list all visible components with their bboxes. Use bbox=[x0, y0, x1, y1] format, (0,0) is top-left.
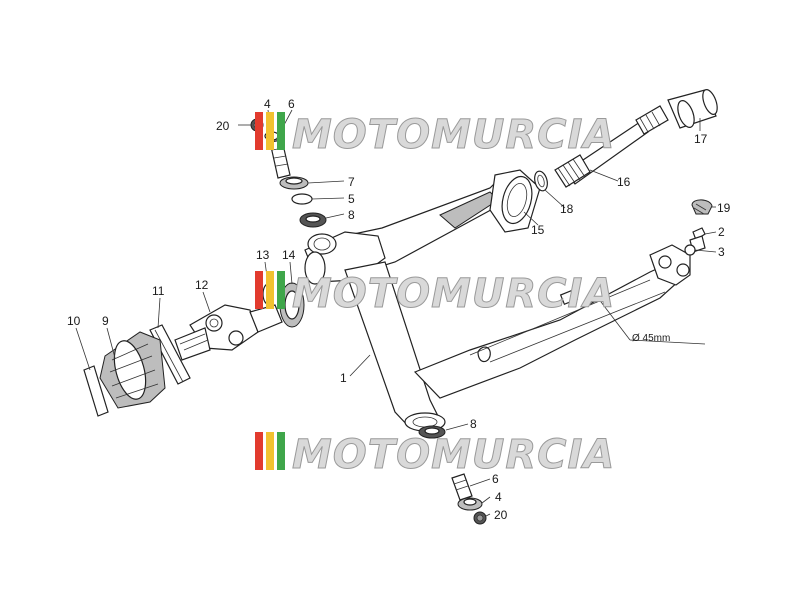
callout-11: 11 bbox=[152, 284, 165, 298]
callout-6-bottom: 6 bbox=[492, 472, 499, 486]
watermark-text: MOTOMURCIA bbox=[292, 432, 615, 478]
callout-8-bottom: 8 bbox=[470, 417, 477, 431]
universal-joint-12 bbox=[174, 304, 283, 361]
callout-16: 16 bbox=[617, 175, 631, 189]
callout-3: 3 bbox=[718, 245, 725, 259]
dimension-diameter: Ø 45mm bbox=[632, 333, 670, 344]
callout-7: 7 bbox=[348, 175, 355, 189]
callout-18: 18 bbox=[560, 202, 574, 216]
callout-6-top: 6 bbox=[288, 97, 295, 111]
callout-12: 12 bbox=[195, 278, 209, 292]
callout-labels: 20 4 6 7 5 8 17 16 18 15 19 2 3 13 14 12… bbox=[67, 97, 731, 522]
callout-2: 2 bbox=[718, 225, 725, 239]
callout-5: 5 bbox=[348, 192, 355, 206]
callout-4-top: 4 bbox=[264, 97, 271, 111]
watermark-bottom: MOTOMURCIA bbox=[255, 432, 615, 479]
boot-9 bbox=[99, 331, 166, 409]
callout-17: 17 bbox=[694, 132, 708, 146]
callout-4-bottom: 4 bbox=[495, 490, 502, 504]
callout-14: 14 bbox=[282, 248, 296, 262]
callout-8-top: 8 bbox=[348, 208, 355, 222]
watermark-top: MOTOMURCIA bbox=[255, 112, 615, 159]
callout-19: 19 bbox=[717, 201, 731, 215]
callout-20-top: 20 bbox=[216, 119, 230, 133]
rear-fasteners bbox=[684, 199, 713, 256]
callout-13: 13 bbox=[256, 248, 270, 262]
callout-20-bottom: 20 bbox=[494, 508, 508, 522]
circlip-18 bbox=[534, 170, 548, 192]
callout-9: 9 bbox=[102, 314, 109, 328]
watermark-text: MOTOMURCIA bbox=[292, 271, 615, 317]
lower-pivot-stack bbox=[418, 425, 487, 525]
clamp-10 bbox=[83, 365, 109, 417]
drive-shaft bbox=[554, 105, 669, 188]
callout-1: 1 bbox=[340, 371, 347, 385]
watermark-middle: MOTOMURCIA bbox=[255, 271, 615, 318]
hub-flange bbox=[489, 169, 541, 233]
watermark-text: MOTOMURCIA bbox=[292, 112, 615, 158]
swing-arm bbox=[304, 169, 691, 432]
callout-10: 10 bbox=[67, 314, 81, 328]
callout-15: 15 bbox=[531, 223, 545, 237]
bearing-14 bbox=[279, 282, 305, 328]
sleeve bbox=[667, 89, 718, 129]
